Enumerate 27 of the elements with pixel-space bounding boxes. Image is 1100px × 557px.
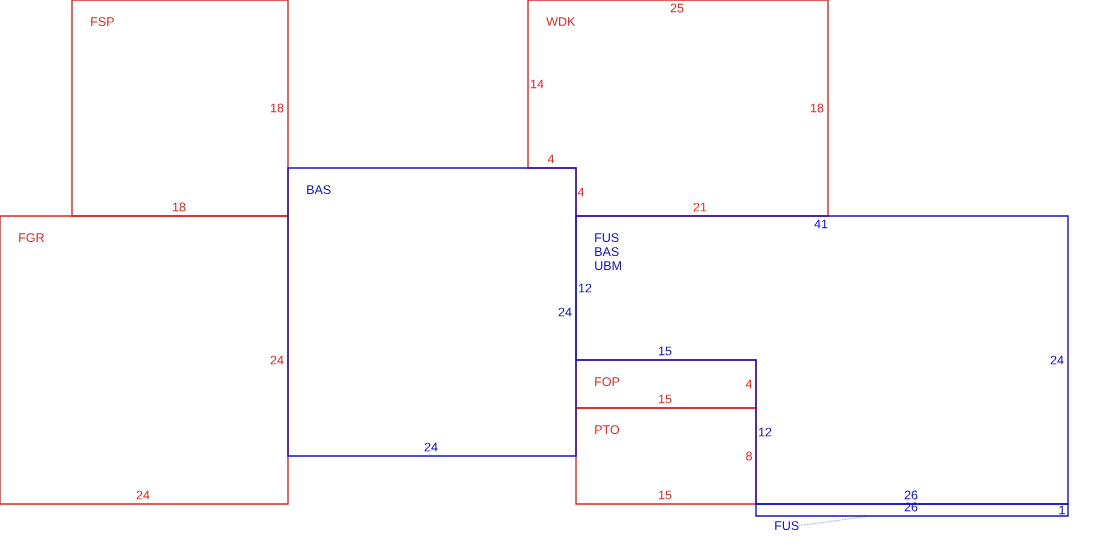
dimension-number: 24 (270, 355, 284, 365)
dimension-number: 15 (659, 346, 672, 356)
dimension-number: 25 (670, 3, 684, 13)
dimension-number: 24 (136, 490, 150, 500)
dimension-number: 4 (745, 379, 753, 389)
dimension-number: 18 (271, 103, 284, 113)
dimension-number: 12 (759, 427, 772, 437)
strip-outline (755, 503, 1069, 517)
dimension-number: 24 (1050, 355, 1064, 365)
dimension-number: 4 (547, 154, 555, 164)
dimension-number: 41 (814, 219, 828, 229)
dimension-number: 24 (558, 307, 572, 317)
room-label: FUS (775, 521, 799, 531)
dimension-number: 1 (1059, 505, 1065, 515)
dimension-number: 14 (531, 79, 544, 89)
dimension-number: 15 (659, 490, 672, 500)
dimension-number: 4 (577, 187, 585, 197)
dimension-number: 18 (173, 202, 186, 212)
dimension-number: 12 (579, 283, 592, 293)
dimension-number: 15 (659, 394, 672, 404)
dimension-number: 8 (746, 451, 752, 461)
leader-line (799, 516, 866, 526)
dimension-number: 26 (904, 490, 918, 500)
dimension-number: 21 (693, 202, 707, 212)
dimension-number: 26 (904, 502, 918, 512)
dimension-number: 18 (811, 103, 824, 113)
dimension-number: 24 (424, 442, 438, 452)
